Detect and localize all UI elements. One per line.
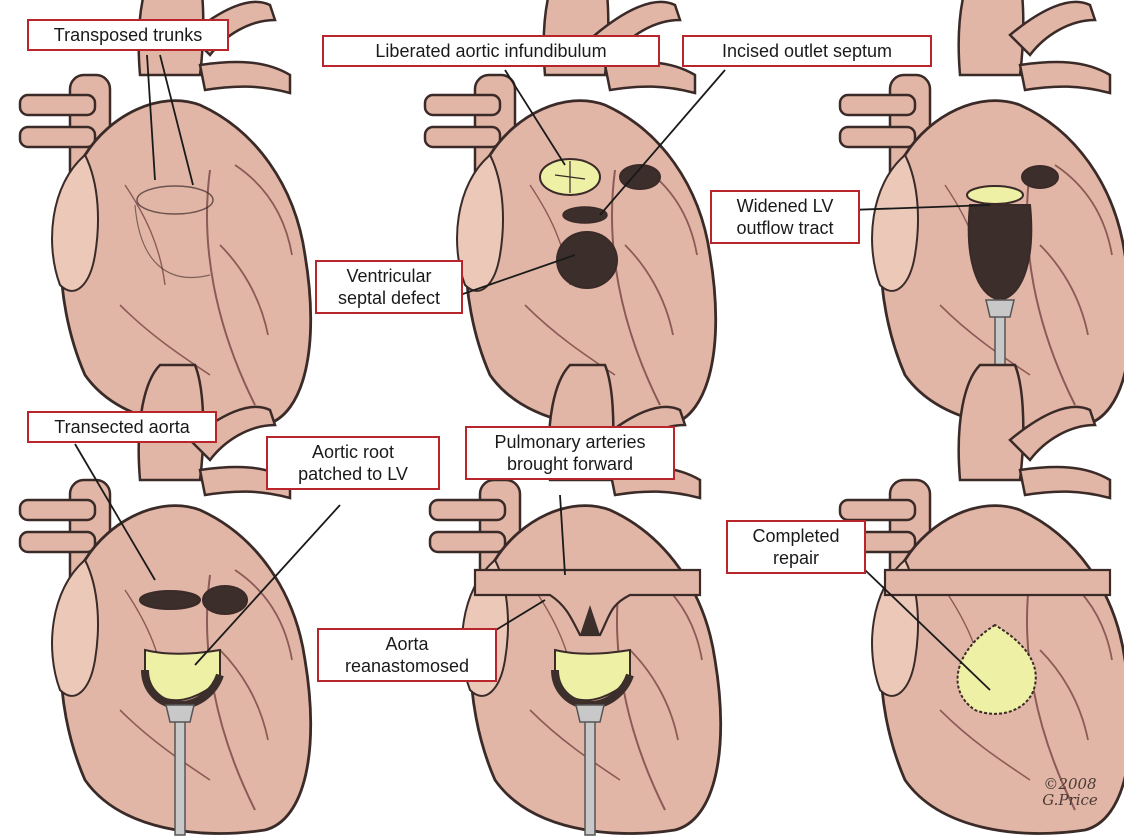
label-aortic-root-patched: Aortic root patched to LV [266, 436, 440, 490]
label-ventricular-septal-defect: Ventricular septal defect [315, 260, 463, 314]
label-transposed-trunks: Transposed trunks [27, 19, 229, 51]
heart-panel-6 [840, 365, 1124, 833]
label-incised-outlet-septum: Incised outlet septum [682, 35, 932, 67]
label-completed-repair: Completed repair [726, 520, 866, 574]
label-aorta-reanastomosed: Aorta reanastomosed [317, 628, 497, 682]
label-widened-lv-outflow-tract: Widened LV outflow tract [710, 190, 860, 244]
label-transected-aorta: Transected aorta [27, 411, 217, 443]
label-liberated-aortic-infundibulum: Liberated aortic infundibulum [322, 35, 660, 67]
artist-signature: ©2008 G.Price [1040, 776, 1100, 808]
label-pulmonary-arteries-forward: Pulmonary arteries brought forward [465, 426, 675, 480]
